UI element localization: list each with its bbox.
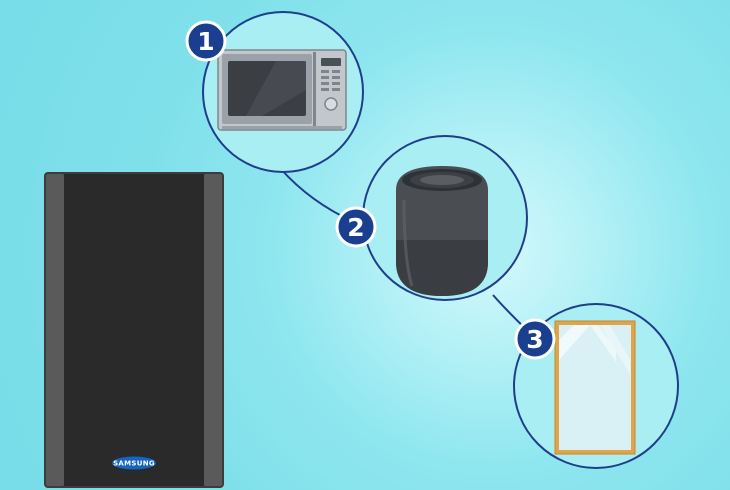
badge-2-number: 2: [347, 213, 364, 242]
smart-speaker-icon: [396, 166, 488, 296]
badge-1: 1: [185, 20, 227, 62]
brand-logo-text: SAMSUNG: [113, 460, 155, 468]
badge-3-number: 3: [526, 325, 543, 354]
mirror-icon: [554, 320, 636, 455]
item-3-circle: [513, 303, 679, 469]
badge-3: 3: [514, 318, 556, 360]
badge-2: 2: [335, 206, 377, 248]
item-2-circle: [362, 135, 528, 301]
item-1-circle: [202, 11, 364, 173]
badge-1-number: 1: [197, 27, 214, 56]
samsung-device-icon: SAMSUNG: [44, 172, 224, 488]
microwave-icon: [217, 49, 347, 131]
samsung-logo: SAMSUNG: [112, 456, 156, 470]
